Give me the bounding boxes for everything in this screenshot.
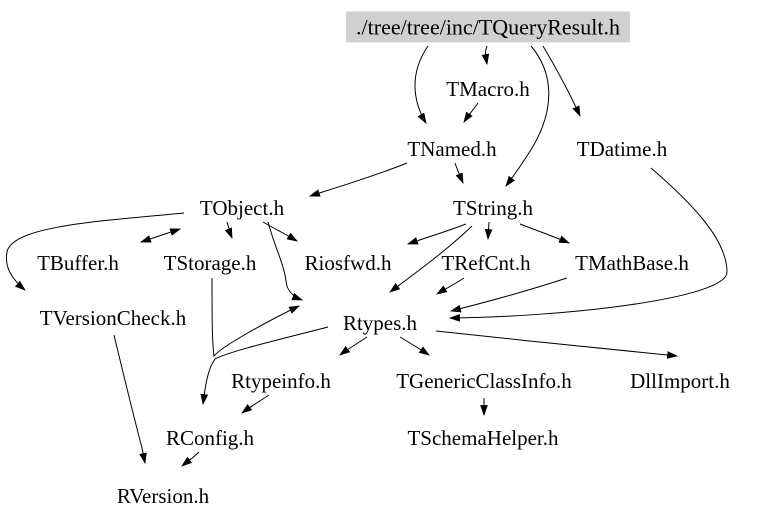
edge-tstring-trefcnt <box>484 221 493 241</box>
edge-tmathbase-rtypes <box>449 277 568 313</box>
node-tgenericclassinfo[interactable]: TGenericClassInfo.h <box>396 368 572 393</box>
edge-tmacro-tnamed <box>463 102 479 123</box>
node-tstring[interactable]: TString.h <box>453 195 533 220</box>
node-tobject[interactable]: TObject.h <box>199 195 285 220</box>
node-tstorage[interactable]: TStorage.h <box>163 250 257 275</box>
edge-rtypes-rtypeinfo <box>339 336 368 356</box>
edge-rtypes-rconfig <box>200 326 329 406</box>
node-tqueryresult[interactable]: ./tree/tree/inc/TQueryResult.h <box>346 11 630 43</box>
edge-tobject-riosfwd <box>262 221 298 242</box>
edge-tnamed-tstring <box>454 162 464 185</box>
edge-tstorage-rtypes <box>211 277 300 358</box>
edge-trefcnt-rtypes <box>436 277 465 295</box>
node-tbuffer[interactable]: TBuffer.h <box>37 250 119 275</box>
edge-tobject-tstorage <box>224 221 233 240</box>
edge-rconfig-rversion <box>181 451 200 467</box>
edge-tstring-rtypes <box>389 225 473 293</box>
edge-tobject-rtypes <box>267 221 304 301</box>
edge-tstring-riosfwd <box>406 223 467 245</box>
node-rconfig[interactable]: RConfig.h <box>165 425 255 450</box>
node-rtypes[interactable]: Rtypes.h <box>342 310 418 335</box>
node-riosfwd[interactable]: Riosfwd.h <box>304 250 392 275</box>
node-rtypeinfo[interactable]: Rtypeinfo.h <box>231 368 331 393</box>
node-rversion[interactable]: RVersion.h <box>116 483 210 508</box>
edge-tnamed-tobject <box>308 162 408 197</box>
edge-tqueryresult-tstring <box>505 45 550 187</box>
edge-tstring-tmathbase <box>519 223 571 244</box>
node-trefcnt[interactable]: TRefCnt.h <box>441 250 531 275</box>
edge-tobject-tbuffer <box>139 228 182 243</box>
node-dllimport[interactable]: DllImport.h <box>630 368 730 393</box>
node-tnamed[interactable]: TNamed.h <box>407 136 497 161</box>
node-tdatime[interactable]: TDatime.h <box>576 136 668 161</box>
edge-tqueryresult-tdatime <box>542 45 581 118</box>
node-tschemahelper[interactable]: TSchemaHelper.h <box>407 425 559 450</box>
node-tmacro[interactable]: TMacro.h <box>446 76 530 101</box>
edge-tversioncheck-rversion <box>113 334 147 465</box>
edge-rtypes-tgenericclassinfo <box>399 336 430 356</box>
edge-tqueryresult-tnamed <box>414 45 429 124</box>
node-tmathbase[interactable]: TMathBase.h <box>575 250 689 275</box>
edge-rtypes-dllimport <box>435 330 679 359</box>
edge-tobject-tversioncheck <box>5 212 185 291</box>
edge-tdatime-rtypes <box>448 167 728 322</box>
node-tversioncheck[interactable]: TVersionCheck.h <box>39 305 187 330</box>
edge-rtypeinfo-rconfig <box>241 394 270 414</box>
edge-tqueryresult-tmacro <box>481 45 490 66</box>
